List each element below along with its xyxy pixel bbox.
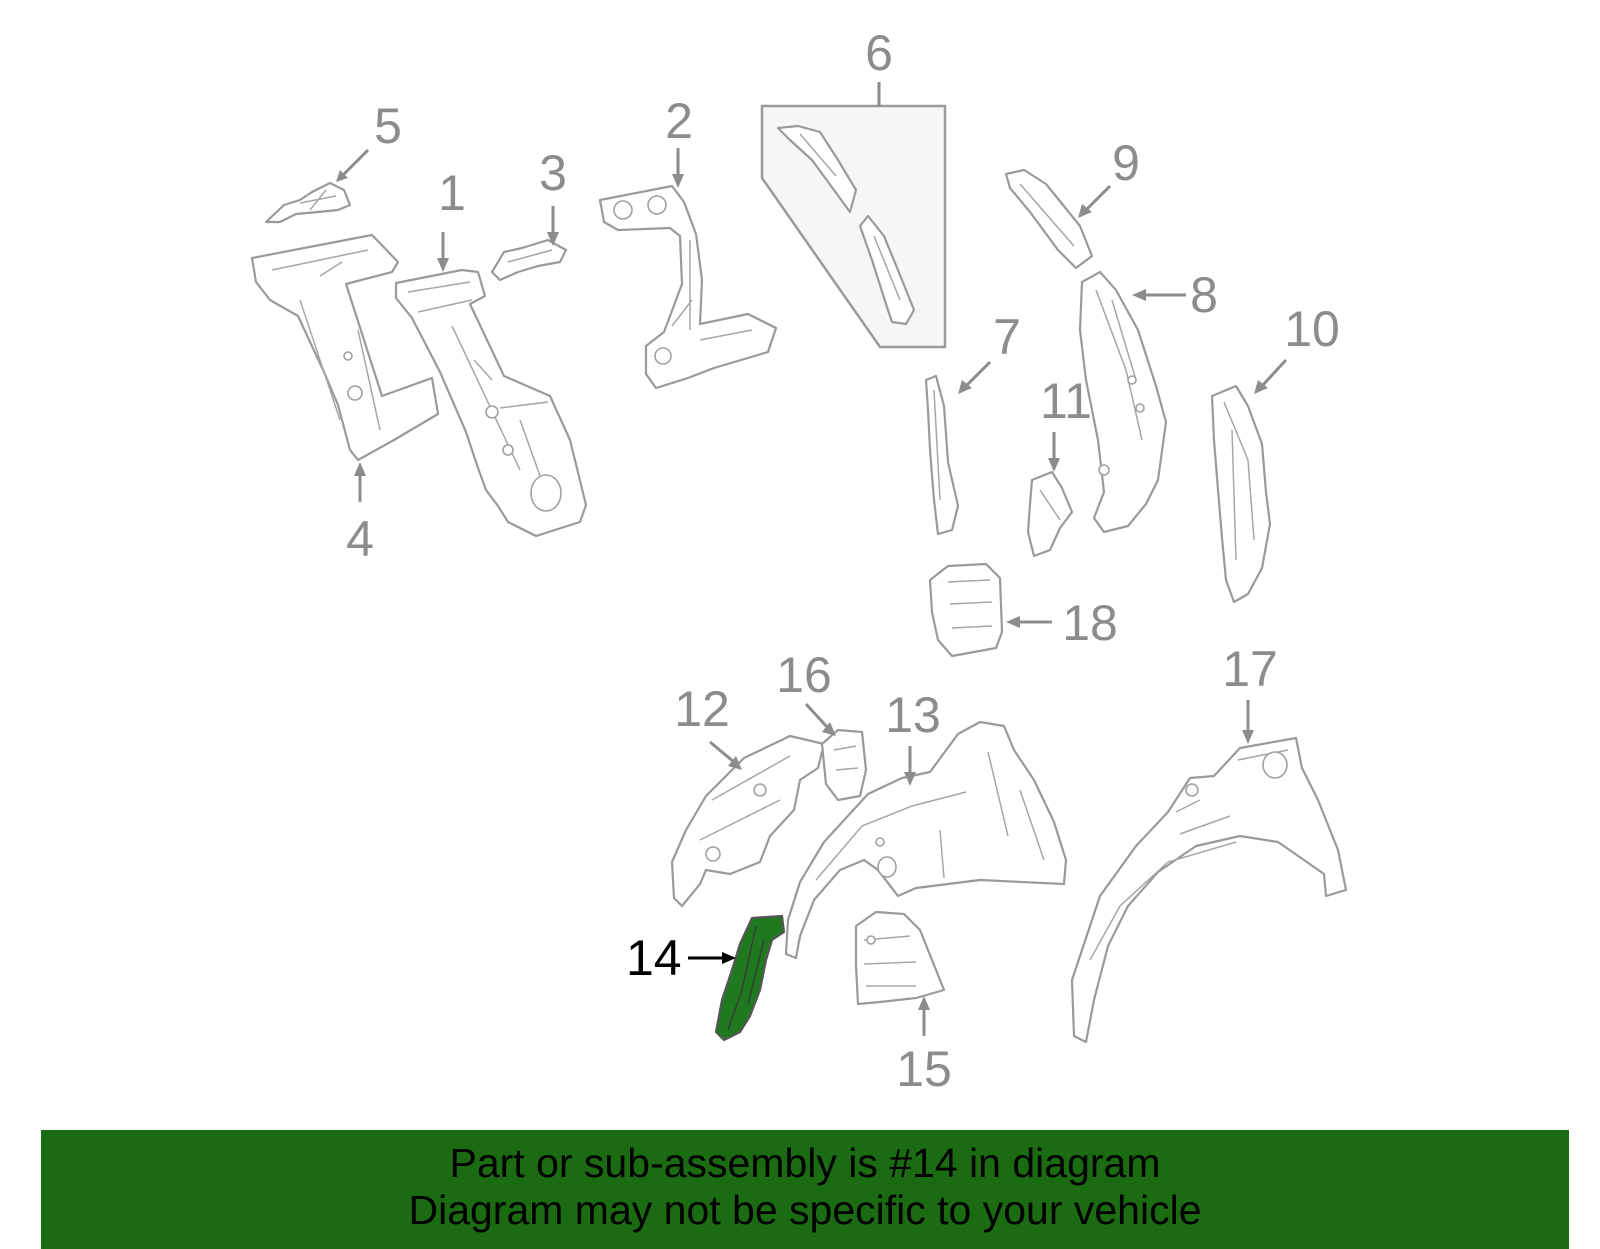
- callout-1: 1: [438, 165, 466, 221]
- part-1[interactable]: [394, 268, 588, 538]
- callout-2: 2: [665, 93, 693, 149]
- callout-4: 4: [346, 511, 374, 567]
- callout-5: 5: [374, 98, 402, 154]
- part-2[interactable]: [598, 184, 778, 390]
- callout-arrow-14: [688, 952, 736, 964]
- part-16[interactable]: [820, 728, 868, 802]
- callout-18: 18: [1062, 595, 1118, 651]
- part-9[interactable]: [1004, 168, 1094, 270]
- callout-6: 6: [865, 25, 893, 81]
- callout-8: 8: [1190, 267, 1218, 323]
- callout-10: 10: [1284, 301, 1340, 357]
- part-13[interactable]: [784, 720, 1068, 960]
- callout-9: 9: [1112, 135, 1140, 191]
- part-14-highlighted[interactable]: [714, 914, 786, 1042]
- part-8[interactable]: [1078, 270, 1168, 534]
- callout-15: 15: [896, 1041, 952, 1097]
- banner-line-1: Part or sub-assembly is #14 in diagram: [449, 1140, 1161, 1186]
- part-6[interactable]: [760, 104, 947, 349]
- banner-line-2: Diagram may not be specific to your vehi…: [408, 1187, 1202, 1233]
- part-18[interactable]: [928, 562, 1004, 658]
- parts-diagram: 1 2 3 4 5 6 7 8 9 10 11 12 13 14 15 16 1…: [250, 25, 1348, 1097]
- callout-16: 16: [776, 647, 832, 703]
- callout-17: 17: [1222, 641, 1278, 697]
- part-5[interactable]: [264, 181, 352, 224]
- part-15[interactable]: [854, 910, 946, 1006]
- part-7[interactable]: [924, 374, 960, 536]
- callout-arrows: [336, 82, 1288, 1036]
- part-10[interactable]: [1210, 384, 1272, 604]
- callout-3: 3: [539, 145, 567, 201]
- callout-12: 12: [674, 681, 730, 737]
- part-11[interactable]: [1026, 470, 1074, 558]
- callout-11: 11: [1040, 373, 1092, 429]
- part-3[interactable]: [490, 238, 568, 282]
- callout-14: 14: [626, 930, 682, 986]
- callout-7: 7: [993, 309, 1021, 365]
- callout-13: 13: [885, 687, 941, 743]
- part-12[interactable]: [670, 734, 826, 908]
- part-4[interactable]: [250, 233, 440, 462]
- part-17[interactable]: [1070, 736, 1348, 1044]
- info-banner: Part or sub-assembly is #14 in diagram D…: [41, 1130, 1569, 1249]
